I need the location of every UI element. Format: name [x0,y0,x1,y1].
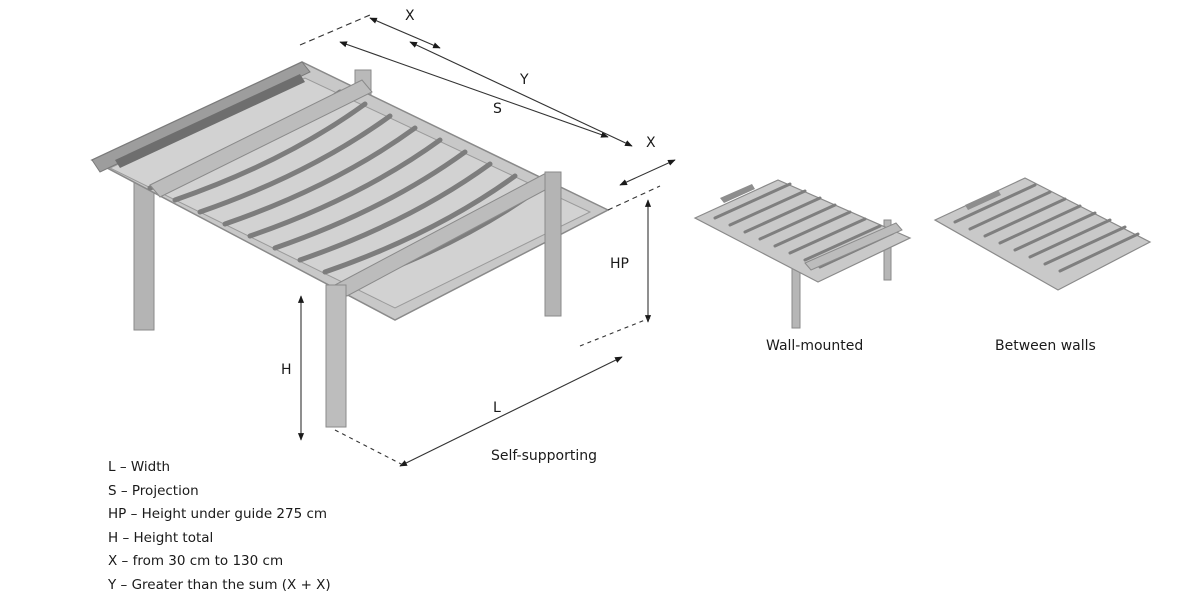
caption-self-supporting: Self-supporting [491,448,598,464]
legend-item-y: Y – Greater than the sum (X + X) [108,576,331,593]
legend-item-l: L – Width [108,459,171,475]
dim-x-top-label: X [405,8,415,24]
post-back-left [133,179,155,331]
motor-housing [115,74,305,168]
dimension-lines [297,14,676,467]
post-front-right [544,171,562,317]
left-guide-rail [91,61,311,173]
dim-x-right-label: X [646,135,656,151]
legend-item-h: H – Height total [108,529,214,546]
legend-item-x: X – from 30 cm to 130 cm [108,553,284,569]
caption-between-walls: Between walls [995,338,1096,354]
dim-hp-label: HP [610,256,629,272]
between-walls-pergola [933,177,1152,291]
post-front-left [325,284,347,428]
caption-wall-mounted: Wall-mounted [766,338,864,354]
dim-l-label: L [493,400,501,416]
dim-s-label: S [493,101,502,117]
legend-item-hp: HP – Height under guide 275 cm [108,506,328,522]
self-supporting-pergola [90,61,610,428]
dim-y-label: Y [519,72,529,88]
wall-mounted-pergola [693,179,912,329]
legend-item-s: S – Projection [108,482,199,499]
dimension-legend: L – Width S – Projection HP – Height und… [108,456,331,597]
dim-h-label: H [281,362,292,378]
